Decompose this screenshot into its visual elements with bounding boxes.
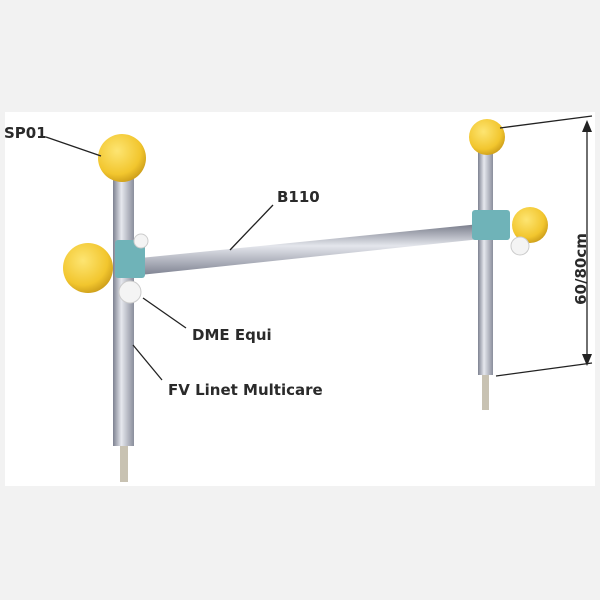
leader-clamp xyxy=(142,297,187,329)
knob-left-upper xyxy=(133,233,149,249)
ball-side-right xyxy=(512,207,548,243)
label-clamp: DME Equi xyxy=(192,326,272,344)
label-pole: FV Linet Multicare xyxy=(168,381,323,399)
dimension-top xyxy=(499,115,593,129)
crossbar xyxy=(140,222,500,275)
ball-top-right xyxy=(469,119,505,155)
leader-pole xyxy=(132,344,163,381)
left-clamp xyxy=(115,240,145,278)
image-panel xyxy=(5,112,595,486)
arrow-up-icon xyxy=(582,120,592,132)
label-dimension: 60/80cm xyxy=(571,233,590,305)
leader-bar xyxy=(229,204,274,251)
right-pole xyxy=(478,150,493,375)
right-clamp xyxy=(472,210,510,240)
left-pole xyxy=(113,172,134,446)
dimension-bottom xyxy=(495,362,593,377)
right-pole-rod xyxy=(482,375,489,410)
left-pole-rod xyxy=(120,446,128,482)
label-ball: SP01 xyxy=(4,124,47,142)
ball-side-left xyxy=(63,243,113,293)
label-bar: B110 xyxy=(277,188,320,206)
knob-left-lower xyxy=(118,280,142,304)
leader-ball xyxy=(45,136,102,157)
arrow-down-icon xyxy=(582,354,592,366)
ball-top-left xyxy=(98,134,146,182)
knob-right xyxy=(510,236,530,256)
